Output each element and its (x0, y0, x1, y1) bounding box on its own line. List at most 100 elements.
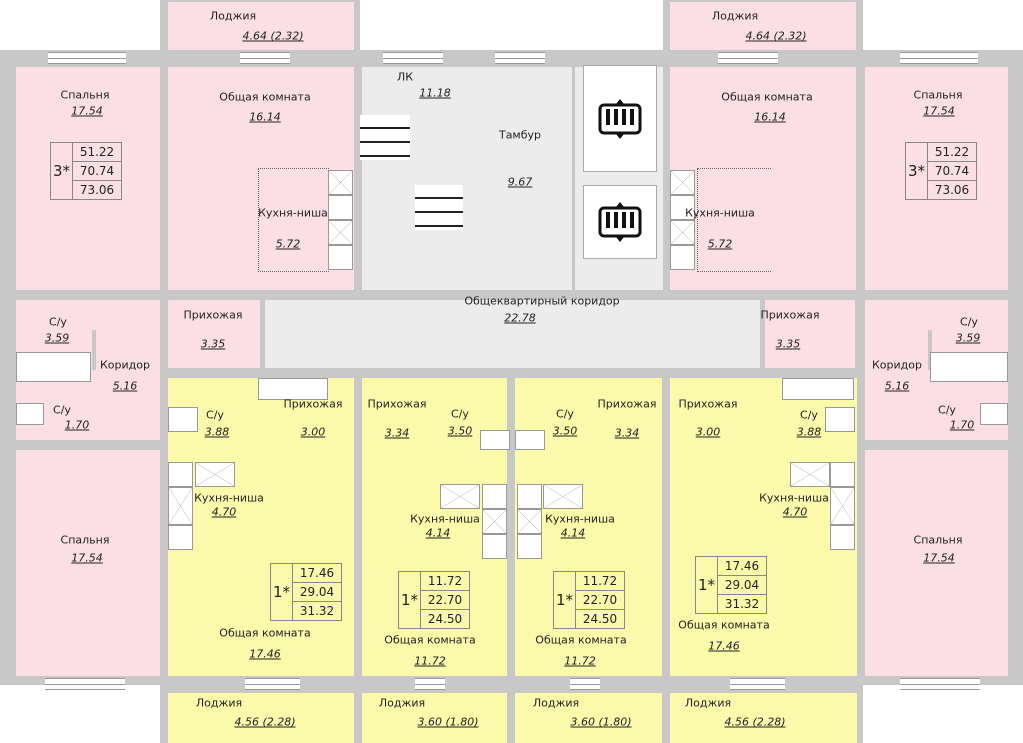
window (383, 52, 443, 64)
outside-gap-right (863, 685, 1023, 743)
room-name: Спальня (60, 533, 110, 547)
sink-icon (790, 462, 830, 487)
room-name: Общеквартирный коридор (464, 294, 620, 308)
partition-wall (928, 330, 932, 370)
area-living: 51.22 (73, 143, 121, 162)
area-total: 29.04 (293, 583, 341, 602)
sanitary-fixture (16, 352, 91, 382)
sanitary-fixture (480, 430, 510, 450)
window (45, 678, 125, 690)
area-living: 51.22 (928, 143, 976, 162)
room-area: 4.56 (2.28) (234, 715, 296, 729)
room-area: 3.50 (552, 424, 578, 438)
outside-gap-left (8, 685, 160, 743)
fridge-icon (830, 462, 855, 487)
window (240, 52, 290, 64)
room-count: 3* (906, 143, 928, 199)
counter-icon (168, 487, 193, 525)
fridge-icon (328, 245, 353, 270)
room-name: Прихожая (283, 397, 343, 411)
room-area: 3.34 (614, 426, 640, 440)
room-name: Прихожая (183, 308, 243, 322)
room-living (670, 67, 856, 290)
room-name: Прихожая (760, 308, 820, 322)
room-area: 3.60 (1.80) (417, 715, 479, 729)
window (730, 678, 785, 690)
room-area: 17.54 (923, 551, 955, 565)
room-name: Спальня (913, 88, 963, 102)
room-name: Кухня-ниша (410, 512, 480, 526)
room-bedroom (865, 450, 1008, 676)
fridge-icon (482, 484, 507, 509)
room-loggia (515, 693, 662, 743)
window (48, 52, 126, 64)
partition-wall (160, 300, 168, 375)
room-area: 4.64 (2.32) (745, 29, 807, 43)
room-area: 17.46 (249, 647, 281, 661)
partition-wall (16, 440, 160, 450)
room-area: 22.78 (504, 311, 536, 325)
room-area: 4.70 (782, 505, 808, 519)
stove-icon (517, 534, 542, 559)
area-total-with-loggia: 31.32 (299, 604, 335, 618)
room-area: 4.14 (425, 526, 451, 540)
sink-icon (670, 170, 695, 195)
room-area: 3.59 (44, 331, 70, 345)
room-living (168, 67, 354, 290)
fridge-icon (670, 245, 695, 270)
room-loggia (670, 693, 857, 743)
partition-wall (855, 300, 863, 375)
room-name: Лоджия (711, 9, 759, 23)
area-total-with-loggia: 24.50 (582, 612, 618, 626)
room-name: Лоджия (378, 696, 426, 710)
room-name: С/у (49, 315, 67, 329)
room-area: 17.54 (71, 104, 103, 118)
room-area: 1.70 (64, 418, 90, 432)
area-total-with-loggia: 73.06 (934, 183, 970, 197)
sink-icon (543, 484, 583, 509)
stairs-icon (360, 115, 410, 160)
room-hall (168, 300, 260, 368)
room-area: 3.50 (447, 424, 473, 438)
room-name: Общая комната (219, 90, 311, 104)
room-loggia (168, 2, 354, 50)
room-name: Лоджия (684, 696, 732, 710)
window (245, 678, 300, 690)
room-area: 5.72 (707, 237, 733, 251)
sink-icon (440, 484, 480, 509)
room-count: 3* (51, 143, 73, 199)
room-area: 16.14 (754, 110, 786, 124)
room-area: 1.70 (949, 418, 975, 432)
room-name: Общая комната (384, 633, 476, 647)
room-name: С/у (960, 315, 978, 329)
room-common-corridor (265, 300, 760, 368)
room-name: Кухня-ниша (545, 512, 615, 526)
room-area: 5.72 (275, 237, 301, 251)
stove-icon (168, 525, 193, 550)
counter-icon (328, 220, 353, 245)
sanitary-fixture (825, 407, 855, 432)
window (900, 52, 978, 64)
sink-icon (195, 462, 235, 487)
counter-icon (670, 220, 695, 245)
room-name: Общая комната (219, 626, 311, 640)
room-name: Коридор (872, 358, 922, 372)
room-area: 4.56 (2.28) (724, 715, 786, 729)
room-name: Тамбур (498, 128, 542, 142)
room-name: Кухня-ниша (685, 206, 755, 220)
room-name: Лоджия (195, 696, 243, 710)
room-area: 3.00 (695, 425, 721, 439)
room-area: 11.18 (419, 86, 451, 100)
room-area: 3.60 (1.80) (570, 715, 632, 729)
room-area: 11.72 (564, 654, 596, 668)
room-name: С/у (938, 403, 956, 417)
area-total: 70.74 (928, 162, 976, 181)
counter-icon (830, 487, 855, 525)
room-area: 3.35 (775, 337, 801, 351)
sink-icon (328, 170, 353, 195)
room-name: Кухня-ниша (759, 491, 829, 505)
